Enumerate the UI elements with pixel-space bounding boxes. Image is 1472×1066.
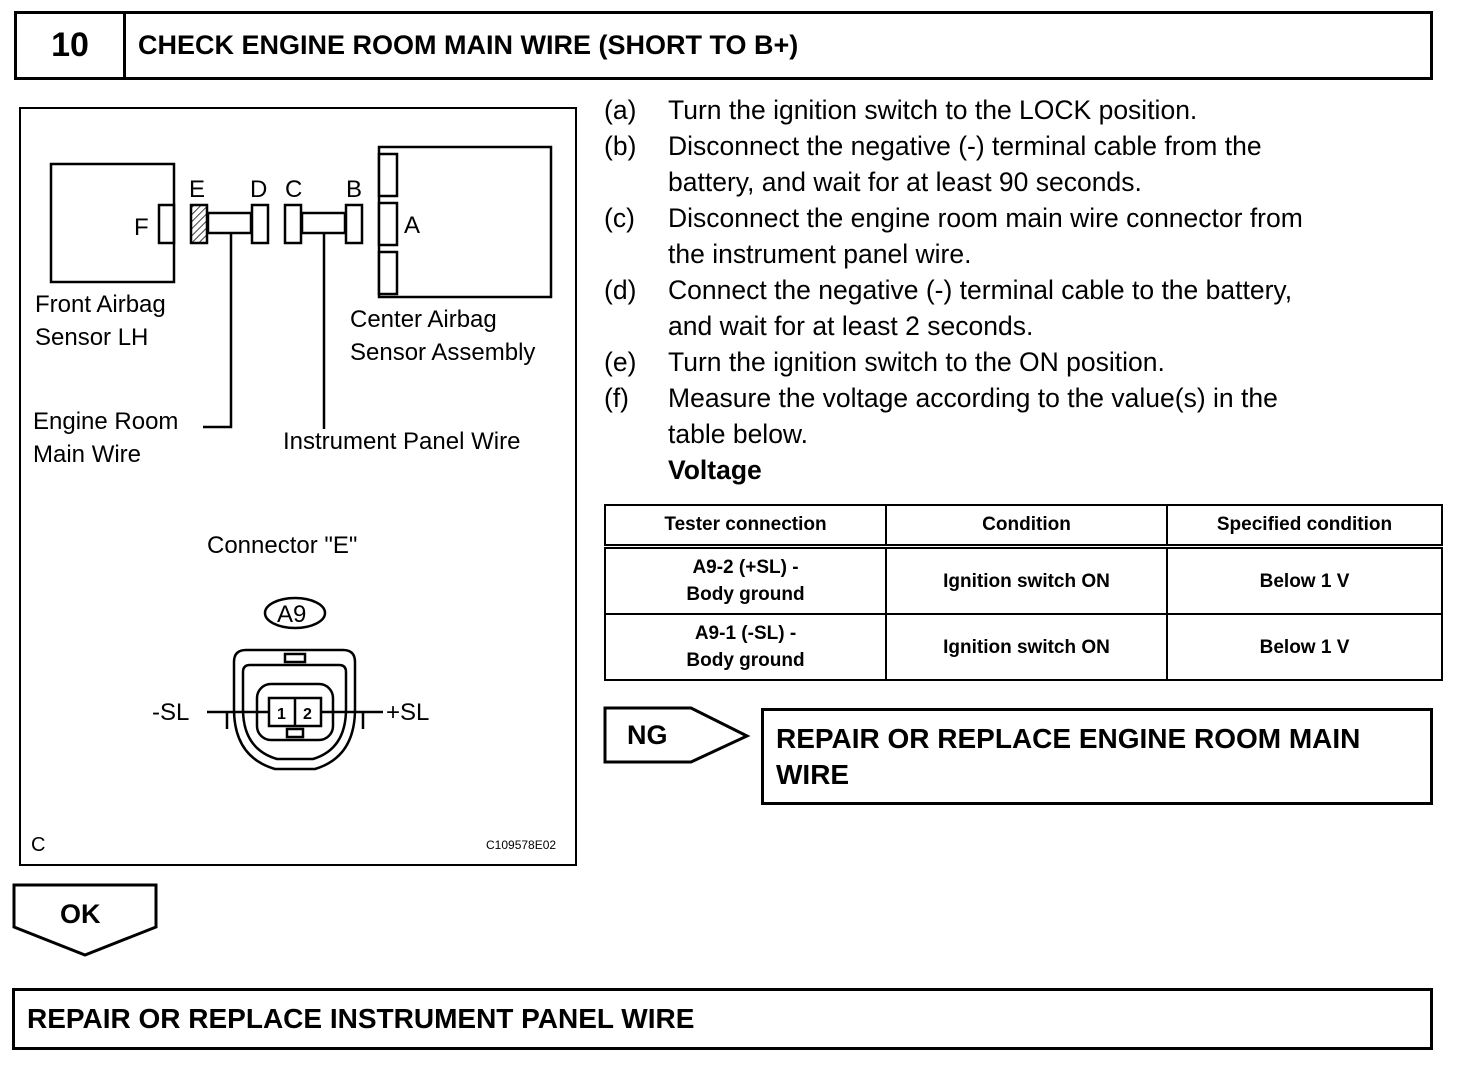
front-sensor-connector-f (157, 203, 176, 245)
label-e: E (189, 176, 205, 203)
table-row: A9-2 (+SL) - Body ground Ignition switch… (604, 545, 1443, 615)
cell-line: A9-2 (+SL) - (692, 557, 799, 578)
ok-arrow: OK (12, 883, 158, 957)
center-sensor-tab-1 (377, 152, 399, 198)
voltage-spec-table: Tester connection Condition Specified co… (604, 504, 1443, 681)
procedure-step-label: (e) (604, 347, 637, 377)
ok-action-box: REPAIR OR REPLACE INSTRUMENT PANEL WIRE (12, 988, 1433, 1050)
ng-action-text: REPAIR OR REPLACE ENGINE ROOM MAIN (776, 723, 1361, 754)
cell-condition: Ignition switch ON (885, 613, 1168, 681)
procedure-step: (b) Disconnect the negative (-) terminal… (604, 128, 1444, 200)
label-pin-1: 1 (277, 706, 286, 723)
column-header: Tester connection (604, 504, 887, 549)
procedure-step-text: battery, and wait for at least 90 second… (668, 167, 1142, 197)
label-front-sensor-1: Front Airbag (35, 291, 166, 318)
label-engine-wire-1: Engine Room (33, 408, 178, 435)
label-pin-2: 2 (303, 706, 312, 723)
front-airbag-sensor-body (49, 162, 176, 284)
column-header: Specified condition (1166, 504, 1443, 549)
connector-housing-inner (241, 663, 348, 761)
label-pin-pos: +SL (386, 699, 429, 726)
label-engine-wire-2: Main Wire (33, 441, 141, 468)
connector-code-ellipse (263, 596, 327, 630)
procedure-step-text: Disconnect the engine room main wire con… (668, 203, 1303, 233)
connector-b (344, 203, 364, 245)
figure-id: C109578E02 (486, 838, 556, 852)
procedure-step: (e) Turn the ignition switch to the ON p… (604, 344, 1444, 380)
procedure-step-label: (c) (604, 203, 635, 233)
procedure-step-text: Connect the negative (-) terminal cable … (668, 275, 1293, 305)
connector-c (283, 203, 303, 245)
connector-e-hatched (189, 203, 209, 245)
wiring-diagram-svg: E D C B F A Front Airbag Sensor LH Cente… (31, 145, 556, 856)
cell-tester-connection: A9-2 (+SL) - Body ground (604, 545, 887, 615)
table-row: A9-1 (-SL) - Body ground Ignition switch… (604, 613, 1443, 681)
procedure-step-text: Disconnect the negative (-) terminal cab… (668, 131, 1262, 161)
label-ip-wire: Instrument Panel Wire (283, 428, 520, 455)
ok-label: OK (60, 899, 101, 929)
ng-label: NG (627, 720, 668, 750)
engine-room-wire-leader (203, 233, 233, 429)
step-title: CHECK ENGINE ROOM MAIN WIRE (SHORT TO B+… (123, 11, 1433, 80)
procedure-step: (c) Disconnect the engine room main wire… (604, 200, 1444, 272)
cell-condition: Ignition switch ON (885, 545, 1168, 615)
connector-latch (283, 652, 307, 664)
ng-arrow-shape (603, 706, 751, 764)
center-sensor-connector-a (377, 201, 399, 247)
ng-arrow: NG (603, 706, 751, 764)
wiring-diagram: E D C B F A Front Airbag Sensor LH Cente… (19, 107, 577, 866)
procedure-step-label: (a) (604, 95, 637, 125)
label-a: A (404, 212, 420, 239)
procedure-step-label: (d) (604, 275, 637, 305)
ng-action-box: REPAIR OR REPLACE ENGINE ROOM MAIN WIRE (761, 708, 1433, 805)
ok-arrow-shape (12, 883, 158, 957)
procedure-step-text: and wait for at least 2 seconds. (668, 311, 1034, 341)
procedure-step: (a) Turn the ignition switch to the LOCK… (604, 92, 1444, 128)
connector-c-b-body (300, 211, 347, 235)
procedure-step-text: table below. (668, 419, 808, 449)
procedure-step-text: Turn the ignition switch to the LOCK pos… (668, 95, 1198, 125)
procedure-step: (d) Connect the negative (-) terminal ca… (604, 272, 1444, 344)
cell-specified: Below 1 V (1166, 545, 1443, 615)
spec-table-title: Voltage (668, 455, 762, 485)
procedure-list: (a) Turn the ignition switch to the LOCK… (604, 92, 1444, 488)
label-d: D (250, 176, 267, 203)
connector-housing-outer (232, 648, 357, 771)
procedure-step: (f) Measure the voltage according to the… (604, 380, 1444, 488)
cell-line: Body ground (686, 584, 805, 605)
procedure-step-text: Measure the voltage according to the val… (668, 383, 1278, 413)
procedure-step-label: (f) (604, 383, 630, 413)
connector-e-d-body (206, 211, 253, 235)
label-c: C (285, 176, 302, 203)
label-front-sensor-2: Sensor LH (35, 324, 148, 351)
connector-key (285, 727, 305, 739)
step-number: 10 (14, 11, 126, 80)
label-f: F (134, 214, 149, 241)
label-center-sensor-1: Center Airbag (350, 306, 497, 333)
procedure-step-text: Turn the ignition switch to the ON posit… (668, 347, 1165, 377)
ng-action-text: WIRE (776, 759, 850, 790)
procedure-step-text: the instrument panel wire. (668, 239, 972, 269)
label-center-sensor-2: Sensor Assembly (350, 339, 535, 366)
procedure-step-label: (b) (604, 131, 637, 161)
cell-line: A9-1 (-SL) - (694, 623, 797, 644)
column-header: Condition (885, 504, 1168, 549)
label-b: B (346, 176, 362, 203)
label-connector-title: Connector "E" (207, 532, 357, 559)
label-corner: C (31, 834, 45, 856)
label-connector-code: A9 (277, 601, 306, 628)
connector-d (250, 203, 270, 245)
cell-specified: Below 1 V (1166, 613, 1443, 681)
cell-line: Body ground (686, 650, 805, 671)
center-sensor-tab-3 (377, 250, 399, 296)
cell-tester-connection: A9-1 (-SL) - Body ground (604, 613, 887, 681)
label-pin-neg: -SL (152, 699, 189, 726)
